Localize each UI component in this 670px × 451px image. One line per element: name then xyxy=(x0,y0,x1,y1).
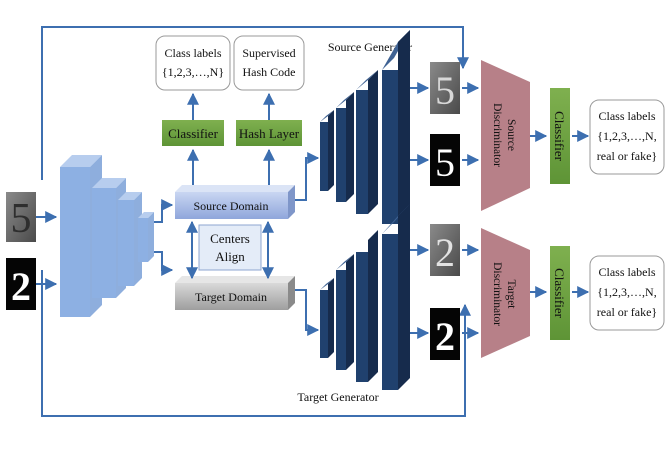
source-output-box: Class labels {1,2,3,…,N, real or fake} xyxy=(589,99,665,175)
input-image-target-digit: 2 xyxy=(6,258,36,310)
target-discriminator-line1: Target xyxy=(505,280,517,310)
hash-layer-block: Hash Layer xyxy=(236,120,302,146)
target-domain-block: Target Domain xyxy=(175,276,295,310)
alignment-arrows xyxy=(186,220,274,280)
target-generator-title: Target Generator xyxy=(297,390,378,404)
generator-layer xyxy=(320,110,334,191)
shared-encoder xyxy=(60,155,154,317)
generator-layer xyxy=(382,30,410,224)
class-labels-line1: Class labels xyxy=(165,46,222,60)
source-generator xyxy=(320,30,410,224)
generator-layer xyxy=(356,70,378,214)
generator-layer xyxy=(382,204,410,390)
output-line2: {1,2,3,…,N, xyxy=(597,285,656,299)
sample-digit: 2 xyxy=(435,230,455,275)
arrow-encoder-target-domain xyxy=(154,251,174,276)
hash-code-output-box: Supervised Hash Code xyxy=(233,35,305,91)
output-line2: {1,2,3,…,N, xyxy=(597,129,656,143)
hash-layer-label: Hash Layer xyxy=(239,126,300,141)
target-real-image: 2 xyxy=(430,308,460,360)
class-labels-line2: {1,2,3,…,N} xyxy=(162,65,224,79)
output-line1: Class labels xyxy=(599,265,656,279)
classifier-block: Classifier xyxy=(162,120,224,146)
centers-align-line1: Centers xyxy=(210,231,250,246)
output-line3: real or fake} xyxy=(597,149,657,163)
input-digit-label: 5 xyxy=(11,196,32,242)
side-classifier-label: Classifier xyxy=(552,111,567,161)
target-output-box: Class labels {1,2,3,…,N, real or fake} xyxy=(589,255,665,331)
source-side-classifier: Classifier xyxy=(550,88,570,184)
centers-align-box: Centers Align xyxy=(198,224,262,271)
generator-layer xyxy=(320,278,334,358)
target-side-classifier: Classifier xyxy=(550,246,570,340)
source-discriminator-line1: Source xyxy=(505,119,517,151)
target-discriminator: Target Discriminator xyxy=(481,228,530,358)
generator-layer xyxy=(336,254,354,370)
input-digit-label: 2 xyxy=(11,264,31,309)
target-generated-image: 2 xyxy=(430,224,460,276)
source-generated-image: 5 xyxy=(430,134,460,186)
output-line1: Class labels xyxy=(599,109,656,123)
target-domain-label: Target Domain xyxy=(195,290,267,304)
side-classifier-label: Classifier xyxy=(552,268,567,318)
hash-code-line1: Supervised xyxy=(242,46,295,60)
feedback-loop xyxy=(41,26,471,417)
hash-code-line2: Hash Code xyxy=(243,65,296,79)
arrow-source-domain-generator xyxy=(295,152,320,201)
generator-layer xyxy=(336,92,354,202)
sample-digit: 2 xyxy=(435,314,455,359)
encoder-layer xyxy=(138,212,154,262)
generator-layer xyxy=(356,230,378,382)
classifier-label: Classifier xyxy=(168,126,218,141)
target-discriminator-line2: Discriminator xyxy=(491,262,503,326)
source-discriminator-line2: Discriminator xyxy=(491,103,503,167)
input-image-source-digit: 5 xyxy=(6,192,36,242)
arrow-encoder-source-domain xyxy=(154,199,174,223)
sample-digit: 5 xyxy=(435,140,455,185)
arrow-target-domain-generator xyxy=(295,289,320,336)
class-labels-output-box: Class labels {1,2,3,…,N} xyxy=(155,35,231,91)
source-domain-block: Source Domain xyxy=(175,185,295,219)
source-domain-label: Source Domain xyxy=(194,199,269,213)
target-generator xyxy=(320,204,410,390)
centers-align-line2: Align xyxy=(215,249,245,264)
source-discriminator: Source Discriminator xyxy=(481,60,530,211)
source-generator-title: Source Generator xyxy=(328,40,412,54)
source-real-image: 5 xyxy=(430,62,460,114)
output-line3: real or fake} xyxy=(597,305,657,319)
sample-digit: 5 xyxy=(435,68,455,113)
